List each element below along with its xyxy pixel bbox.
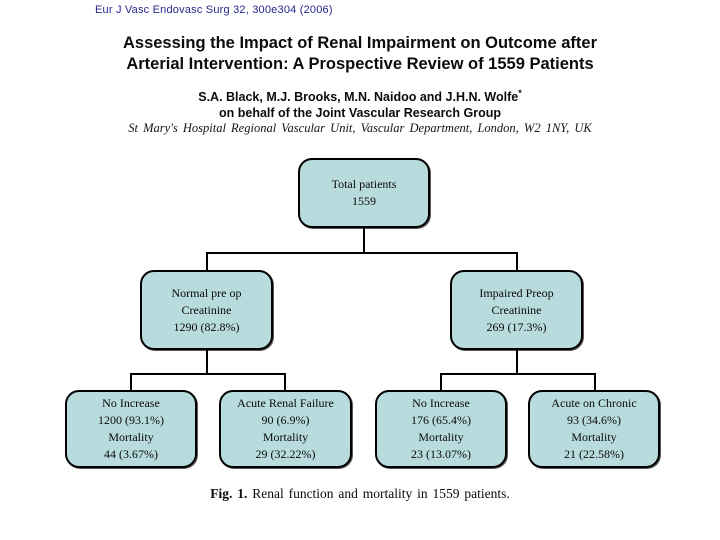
node-line: 1290 (82.8%) [173,319,240,334]
node-line: Acute on Chronic [551,396,637,410]
node-line: 29 (32.22%) [255,447,316,461]
flowchart-node-acute-renal-failure: Acute Renal Failure 90 (6.9%) Mortality … [219,390,352,468]
flowchart-node-impaired-creatinine: Impaired Preop Creatinine 269 (17.3%) [450,270,583,350]
paper-title: Assessing the Impact of Renal Impairment… [0,33,720,75]
connector-drop-noincrease1 [130,373,132,391]
node-line: Mortality [571,430,617,444]
connector-normal-crossbar [130,373,286,375]
node-line: 44 (3.67%) [104,447,158,461]
node-line: 21 (22.58%) [564,447,624,461]
affiliation: St Mary's Hospital Regional Vascular Uni… [128,121,592,135]
flowchart-node-no-increase-impaired: No Increase 176 (65.4%) Mortality 23 (13… [375,390,507,468]
flowchart-node-acute-on-chronic: Acute on Chronic 93 (34.6%) Mortality 21… [528,390,660,468]
node-line: 1559 [352,194,376,208]
node-line: Normal pre op [171,285,242,300]
connector-impaired-crossbar [440,373,596,375]
figure-caption: Fig. 1. Renal function and mortality in … [0,486,720,502]
node-line: 176 (65.4%) [411,413,471,427]
connector-drop-impaired [516,252,518,271]
connector-root-stem [363,228,365,253]
paper-title-line1: Assessing the Impact of Renal Impairment… [122,34,598,52]
node-line: Mortality [262,430,309,444]
node-line: 1200 (93.1%) [98,413,164,427]
node-line: Mortality [108,430,154,444]
authors-line: S.A. Black, M.J. Brooks, M.N. Naidoo and… [0,85,720,105]
connector-level2-crossbar [206,252,518,254]
authors-names: S.A. Black, M.J. Brooks, M.N. Naidoo and… [198,90,519,105]
node-line: 23 (13.07%) [411,447,471,461]
node-line: Impaired Preop [479,285,554,300]
journal-reference: Eur J Vasc Endovasc Surg 32, 300e304 (20… [95,4,333,16]
node-line: 93 (34.6%) [567,413,621,427]
connector-impaired-stem [516,350,518,375]
connector-drop-noincrease2 [440,373,442,391]
connector-drop-acutechronic [594,373,596,391]
connector-normal-stem [206,350,208,375]
connector-drop-normal [206,252,208,271]
node-line: No Increase [102,396,160,410]
authors-group: on behalf of the Joint Vascular Research… [218,106,501,121]
authors-block: S.A. Black, M.J. Brooks, M.N. Naidoo and… [0,85,720,121]
node-line: No Increase [412,396,470,410]
authors-asterisk: * [518,88,522,98]
flowchart-node-normal-creatinine: Normal pre op Creatinine 1290 (82.8%) [140,270,273,350]
connector-drop-arf [284,373,286,391]
figure-caption-label: Fig. 1. [210,486,248,501]
flowchart-node-total-patients: Total patients 1559 [298,158,430,228]
node-line: 90 (6.9%) [261,413,310,427]
flowchart-node-no-increase-normal: No Increase 1200 (93.1%) Mortality 44 (3… [65,390,197,468]
node-line: Creatinine [181,302,232,317]
node-line: Total patients [331,177,397,191]
figure-caption-text: Renal function and mortality in 1559 pat… [247,486,510,501]
node-line: 269 (17.3%) [486,319,547,334]
node-line: Acute Renal Failure [237,396,334,410]
node-line: Mortality [418,430,464,444]
paper-title-line2: Arterial Intervention: A Prospective Rev… [126,55,594,73]
node-line: Creatinine [491,302,542,317]
